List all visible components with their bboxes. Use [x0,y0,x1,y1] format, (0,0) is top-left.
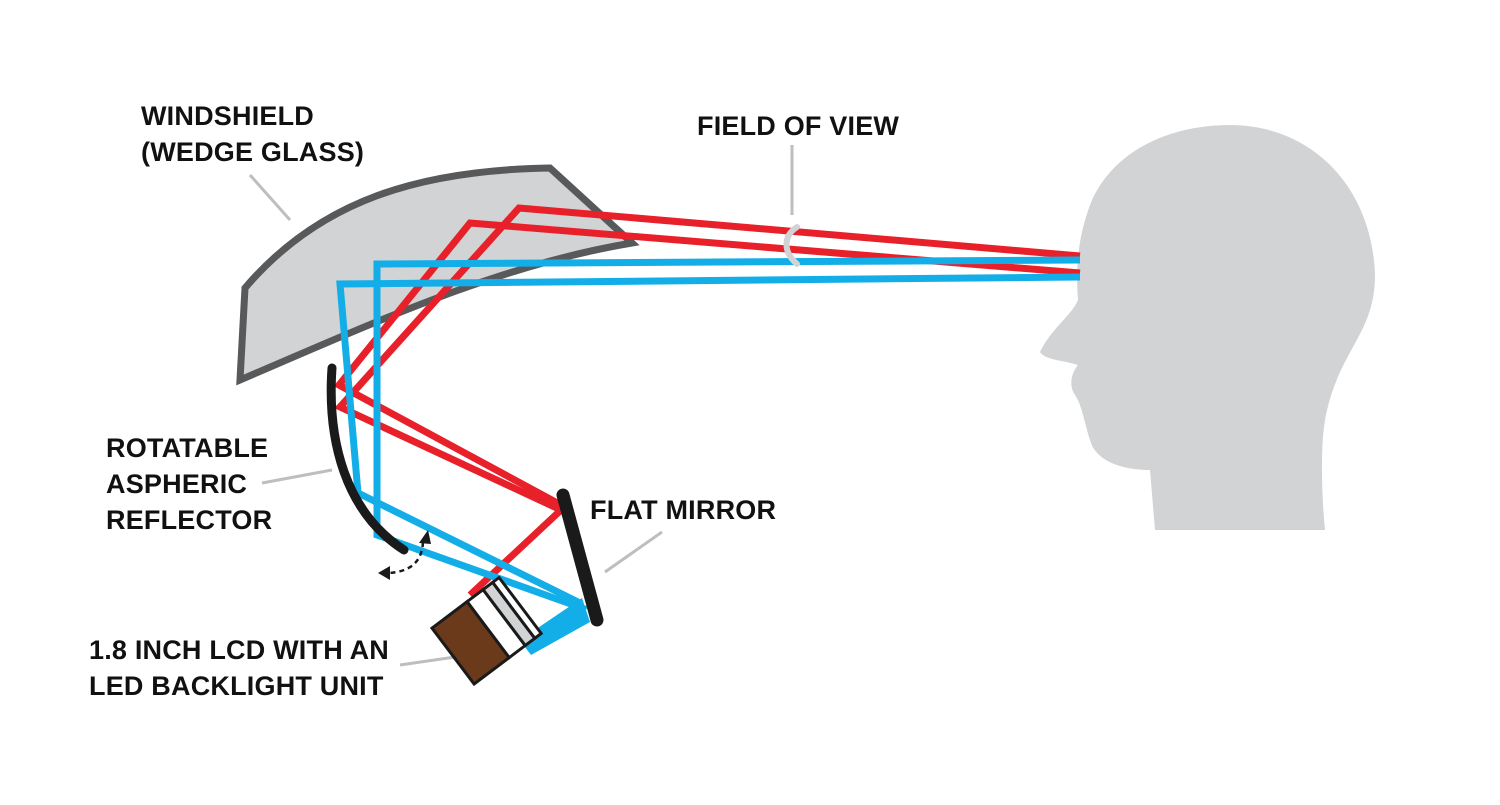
flat-mirror-label-text: FLAT MIRROR [590,495,777,525]
blue-beam-outer [336,273,1081,608]
reflector-label-line-2: ASPHERIC [106,469,248,499]
blue-beam-fan [520,598,590,655]
flat-mirror-label: FLAT MIRROR [590,492,776,528]
aspheric-reflector [326,363,409,555]
rotation-arrow-head-left [378,566,390,580]
rotation-arrow-path [387,541,425,575]
windshield-leader-line [248,174,292,221]
windshield-label-line-2: (WEDGE GLASS) [141,137,365,167]
reflector-label-line-3: REFLECTOR [106,505,273,535]
reflector-label: ROTATABLE ASPHERIC REFLECTOR [106,430,272,538]
lcd-label: 1.8 INCH LCD WITH AN LED BACKLIGHT UNIT [89,632,389,704]
mirror-leader-line [604,530,663,574]
lcd-leader-line [399,654,463,667]
lcd-unit [429,575,544,687]
reflector-leader-line [261,468,333,485]
red-beam-lower [333,219,1081,509]
field-of-view-arc [783,224,800,267]
lcd-label-line-1: 1.8 INCH LCD WITH AN [89,635,389,665]
lcd-front-glass [490,575,544,641]
reflector-label-line-1: ROTATABLE [106,433,269,463]
windshield-label: WINDSHIELD (WEDGE GLASS) [141,98,364,170]
head-silhouette [1040,125,1375,530]
lcd-label-line-2: LED BACKLIGHT UNIT [89,671,384,701]
field-of-view-label-text: FIELD OF VIEW [697,111,900,141]
windshield-shape [236,164,640,386]
field-of-view-label: FIELD OF VIEW [697,108,899,144]
windshield-label-line-1: WINDSHIELD [141,101,314,131]
flat-mirror [556,488,604,627]
red-beam-upper [334,204,1081,598]
rotation-arrow-head-up [419,530,431,544]
